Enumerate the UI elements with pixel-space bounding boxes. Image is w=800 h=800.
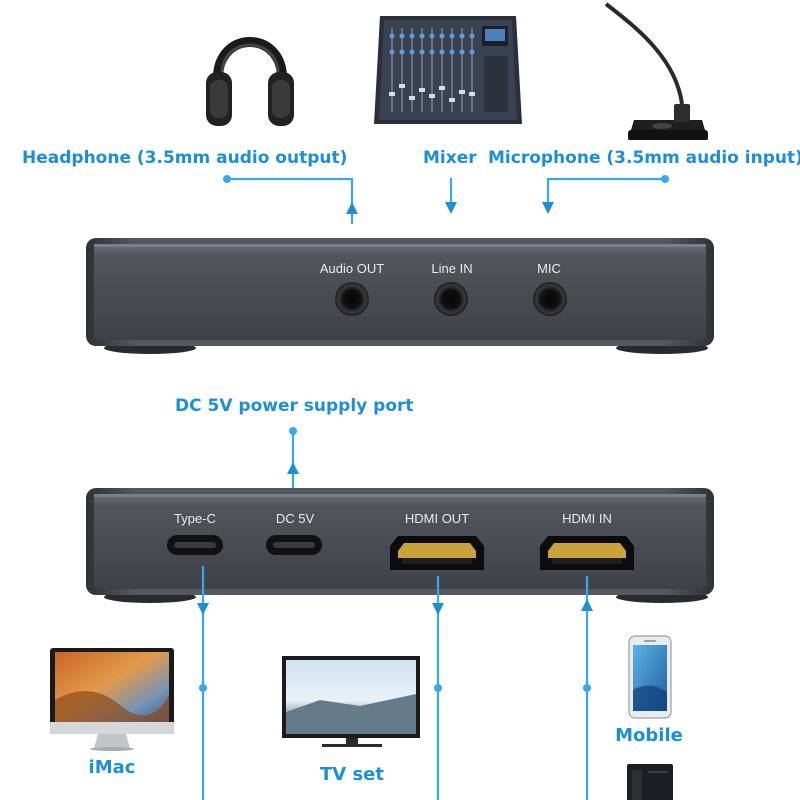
pc-tower-image bbox=[627, 764, 673, 800]
mixer-callout: Mixer bbox=[423, 148, 477, 168]
hdmi-in-port-label: HDMI IN bbox=[562, 511, 612, 526]
hdmi-out-port-label: HDMI OUT bbox=[405, 511, 469, 526]
hdmi-out-port[interactable] bbox=[390, 536, 484, 570]
line-in-jack[interactable] bbox=[434, 282, 468, 316]
imac-label: iMac bbox=[89, 757, 136, 778]
mobile-label: Mobile bbox=[615, 725, 683, 746]
hdmi-in-connector bbox=[581, 576, 593, 800]
mobile-image bbox=[628, 635, 672, 719]
microphone-callout: Microphone (3.5mm audio input) bbox=[488, 148, 800, 168]
device-audio-side bbox=[86, 238, 714, 354]
tv-connector bbox=[432, 576, 444, 800]
audio-out-port-label: Audio OUT bbox=[320, 261, 384, 276]
microphone-connector bbox=[542, 175, 669, 214]
line-in-port-label: Line IN bbox=[431, 261, 472, 276]
tv-image bbox=[282, 656, 420, 747]
dc-5v-port-label: DC 5V bbox=[276, 511, 315, 526]
headphone-callout: Headphone (3.5mm audio output) bbox=[22, 148, 347, 168]
hdmi-in-port[interactable] bbox=[540, 536, 634, 570]
audio-out-jack[interactable] bbox=[335, 282, 369, 316]
mic-jack[interactable] bbox=[533, 282, 567, 316]
headphones-image bbox=[206, 37, 294, 126]
type-c-port-label: Type-C bbox=[174, 511, 216, 526]
headphone-connector bbox=[223, 175, 358, 224]
tv-label: TV set bbox=[320, 764, 384, 785]
power-callout: DC 5V power supply port bbox=[175, 396, 414, 416]
mixer-connector bbox=[445, 178, 457, 214]
type-c-port[interactable] bbox=[167, 535, 223, 555]
dc-5v-port[interactable] bbox=[266, 535, 322, 555]
mic-port-label: MIC bbox=[537, 261, 561, 276]
mixer-image bbox=[374, 16, 522, 124]
microphone-image bbox=[604, 2, 708, 140]
imac-connector bbox=[197, 566, 209, 800]
imac-image bbox=[50, 648, 174, 751]
